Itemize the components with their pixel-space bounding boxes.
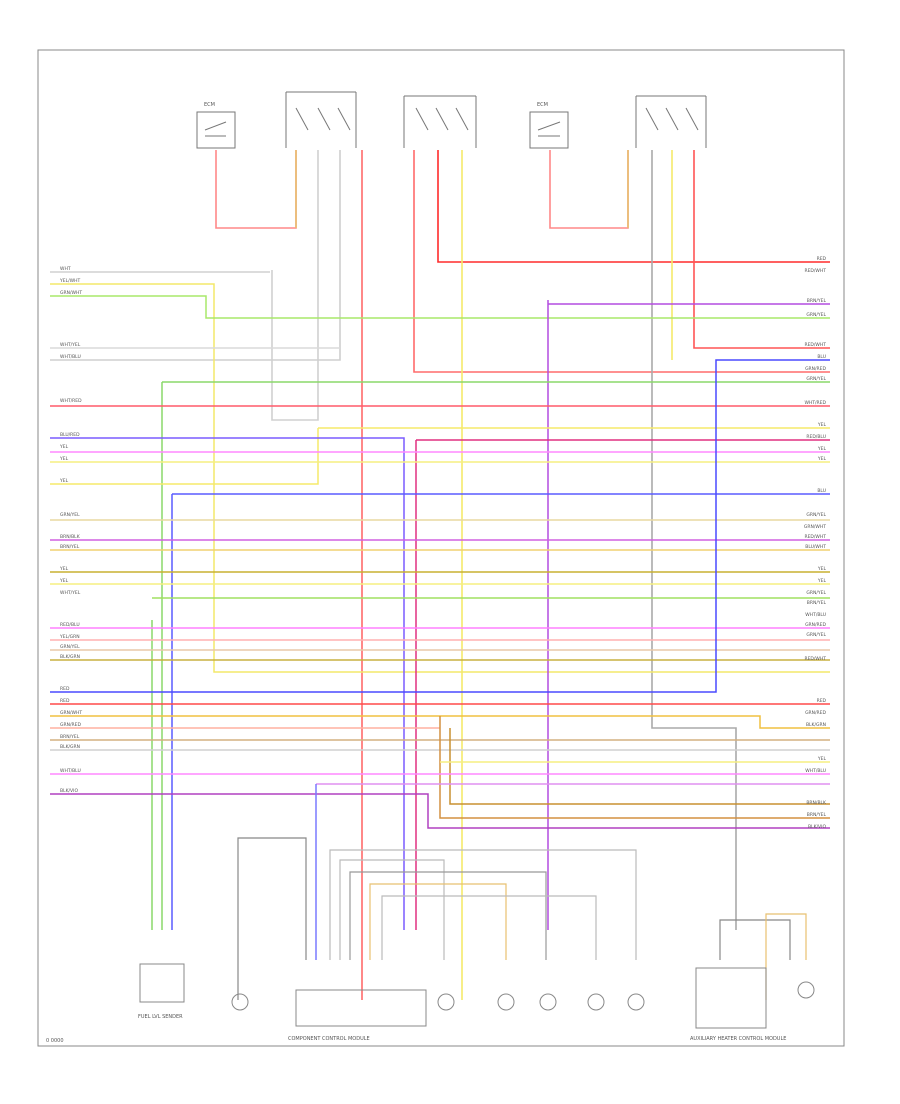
wire-label: YEL/GRN: [59, 634, 80, 640]
wire-label: GRN/YEL: [60, 644, 80, 650]
wire-label: RED: [60, 686, 70, 692]
wire-label: BLU: [817, 354, 826, 360]
wire-label: YEL: [817, 756, 827, 762]
wire-label: BLK/GRN: [806, 722, 826, 728]
harness-wires: [50, 271, 830, 960]
bottom-right-label: AUXILIARY HEATER CONTROL MODULE: [690, 1036, 786, 1042]
control-module-box: [295, 989, 427, 1027]
wire-label: YEL: [817, 566, 827, 572]
wire-label: BRN/YEL: [60, 544, 80, 550]
wire-label: GRN/RED: [805, 710, 826, 716]
bottom-left-label: FUEL LVL SENDER: [138, 1014, 183, 1020]
wire-label: WHT/BLU: [805, 768, 826, 774]
wire-label: WHT/BLU: [60, 768, 81, 774]
wire-label: RED/BLU: [60, 622, 80, 628]
wire-label: BRN/BLK: [806, 800, 827, 806]
aux-heater-box: [695, 967, 767, 1029]
right-wire-labels: RED RED/WHT BRN/YEL GRN/YEL RED/WHT BLU GRN/RE…: [804, 256, 827, 830]
footer-code: 0 0000: [46, 1038, 64, 1044]
top-components: [196, 91, 707, 149]
wire-label: BLU: [817, 488, 826, 494]
wire-label: GRN/YEL: [806, 512, 826, 518]
wire-label: YEL: [59, 566, 69, 572]
wire-label: WHT/YEL: [60, 342, 81, 348]
wire-label: RED: [60, 698, 70, 704]
wire-label: WHT/RED: [60, 398, 82, 404]
wire-label: RED/WHT: [804, 342, 826, 348]
wire-label: BLK/VIO: [60, 788, 78, 794]
relay-left-label: ECM: [204, 102, 215, 108]
wire-label: YEL: [817, 578, 827, 584]
wire-label: GRN/YEL: [806, 590, 826, 596]
top-vertical-wires: [50, 150, 830, 1000]
wire-label: RED/WHT: [804, 534, 826, 540]
wire-label: WHT: [60, 266, 71, 272]
wire-label: RED/WHT: [804, 268, 826, 274]
wire-label: GRN/YEL: [60, 512, 80, 518]
bottom-components: [139, 963, 815, 1029]
wire-label: BLK/GRN: [60, 654, 80, 660]
wire-label: BRN/YEL: [807, 298, 827, 304]
wire-label: BRN/YEL: [60, 734, 80, 740]
wire-label: GRN/YEL: [806, 376, 826, 382]
wire-label: GRN/YEL: [806, 632, 826, 638]
relay-right-box: [529, 111, 569, 149]
left-wire-labels: WHT YEL/WHT GRN/WHT WHT/YEL WHT/BLU WHT/RED BL…: [59, 266, 82, 794]
wire-label: YEL/WHT: [59, 278, 80, 284]
wire-label: BLU/RED: [60, 432, 80, 438]
wire-label: WHT/RED: [804, 400, 826, 406]
wire-label: BLK/GRN: [60, 744, 80, 750]
wire-label: BLU/WHT: [805, 544, 826, 550]
wire-label: YEL: [817, 422, 827, 428]
wire-label: WHT/YEL: [60, 590, 81, 596]
wire-label: GRN/RED: [60, 722, 81, 728]
relay-right-label: ECM: [537, 102, 548, 108]
wire-label: RED/WHT: [804, 656, 826, 662]
wire-label: BRN/BLK: [60, 534, 81, 540]
wire-label: GRN/RED: [805, 622, 826, 628]
wire-label: BLK/VIO: [808, 824, 826, 830]
wire-label: YEL: [59, 578, 69, 584]
wire-label: YEL: [59, 478, 69, 484]
wire-label: GRN/RED: [805, 366, 826, 372]
wire-label: YEL: [817, 446, 827, 452]
wire-label: GRN/WHT: [60, 290, 82, 296]
wire-label: GRN/WHT: [60, 710, 82, 716]
wire-label: GRN/YEL: [806, 312, 826, 318]
wire-label: WHT/BLU: [805, 612, 826, 618]
wire-label: BRN/YEL: [807, 812, 827, 818]
relay-left-box: [196, 111, 236, 149]
wire-label: YEL: [59, 456, 69, 462]
wire-label: BRN/YEL: [807, 600, 827, 606]
fuel-sender-box: [139, 963, 185, 1003]
wire-label: RED: [817, 256, 827, 262]
wire-label: GRN/WHT: [804, 524, 826, 530]
wire-label: YEL: [59, 444, 69, 450]
wire-label: WHT/BLU: [60, 354, 81, 360]
bottom-center-label: COMPONENT CONTROL MODULE: [288, 1036, 370, 1042]
diagram-frame: [37, 49, 845, 1047]
wire-label: YEL: [817, 456, 827, 462]
lower-feeds: [237, 837, 807, 1000]
wire-label: RED/BLU: [806, 434, 826, 440]
wire-label: RED: [817, 698, 827, 704]
